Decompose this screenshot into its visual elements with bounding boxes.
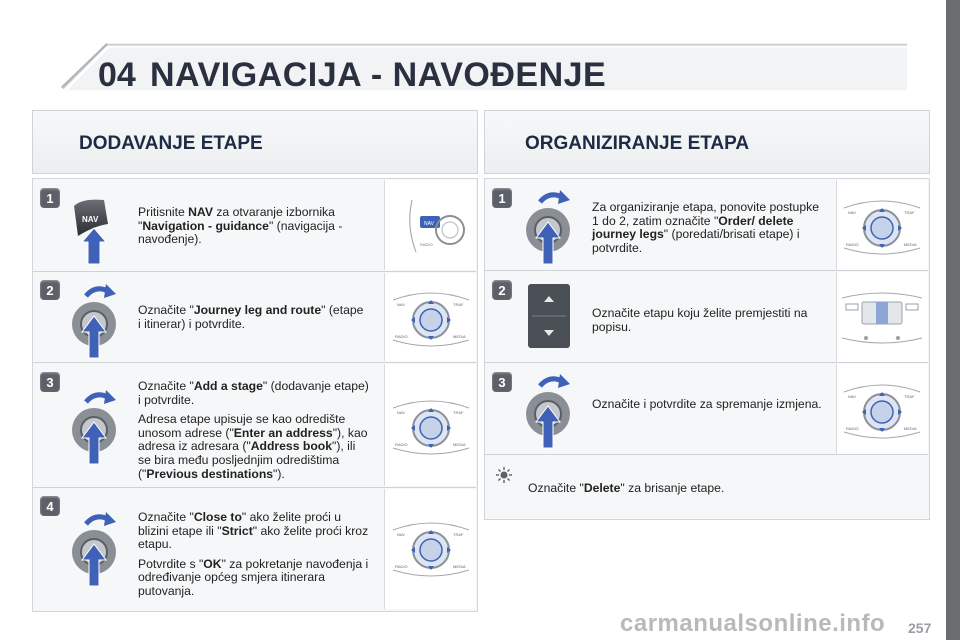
radio-label: RADIO <box>395 442 408 447</box>
step-text: Za organiziranje etapa, ponovite postupk… <box>592 200 819 255</box>
header-graphic <box>60 43 908 91</box>
dashboard-control-drawing: NAV TRAF RADIO MEDIA <box>392 400 470 455</box>
step-number-badge: 3 <box>40 372 60 392</box>
step-number-badge: 1 <box>40 188 60 208</box>
rotary-knob-icon <box>526 374 570 449</box>
radio-label: RADIO <box>395 564 408 569</box>
dashboard-control-drawing: NAV TRAF RADIO MEDIA <box>843 200 921 255</box>
chapter-number: 04 <box>98 56 136 94</box>
media-label: MEDIA <box>904 426 917 431</box>
step-number-badge: 2 <box>40 280 60 300</box>
traffic-label: TRAF <box>453 532 464 537</box>
dashboard-control-drawing: NAV RADIO <box>409 199 465 253</box>
left-section-header: DODAVANJE ETAPE <box>32 110 478 174</box>
traffic-label: TRAF <box>904 210 915 215</box>
left-section-title: DODAVANJE ETAPE <box>79 133 263 154</box>
sun-tip-icon <box>496 467 512 483</box>
nav-button-icon: NAV <box>74 199 108 265</box>
tip-text: Označite "Delete" za brisanje etape. <box>528 481 725 495</box>
right-section-title: ORGANIZIRANJE ETAPA <box>525 133 750 154</box>
traffic-label: TRAF <box>453 410 464 415</box>
traffic-label: TRAF <box>453 302 464 307</box>
right-step-row <box>485 363 928 455</box>
radio-label: RADIO <box>846 242 859 247</box>
step-text: Označite "Journey leg and route" (etape … <box>138 303 364 331</box>
rotary-knob-icon <box>72 512 116 587</box>
media-label: MEDIA <box>453 334 466 339</box>
radio-label: RADIO <box>395 334 408 339</box>
page-title: NAVIGACIJA - NAVOĐENJE <box>150 56 607 94</box>
step-text: Označite i potvrdite za spremanje izmjen… <box>592 397 822 411</box>
step-number-badge: 4 <box>40 496 60 516</box>
right-step-row <box>485 271 928 363</box>
dashboard-control-drawing: NAV TRAF RADIO MEDIA <box>843 384 921 439</box>
right-step-row <box>485 179 928 271</box>
media-label: MEDIA <box>453 564 466 569</box>
rotary-knob-icon <box>526 190 570 265</box>
nav-label: NAV <box>82 215 99 224</box>
step-text: Označite etapu koju želite premjestiti n… <box>592 306 808 334</box>
nav-label: NAV <box>397 302 405 307</box>
nav-label: NAV <box>848 394 856 399</box>
sidebar-strip <box>946 0 960 640</box>
nav-label: NAV <box>848 210 856 215</box>
radio-label: RADIO <box>420 242 433 247</box>
rotary-knob-icon <box>72 284 116 359</box>
page-number: 257 <box>908 620 932 636</box>
scroll-buttons-icon <box>528 284 570 348</box>
dashboard-control-drawing: NAV TRAF RADIO MEDIA <box>392 522 470 577</box>
step-text: Pritisnite NAV za otvaranje izbornika "N… <box>138 205 343 247</box>
nav-label: NAV <box>397 532 405 537</box>
nav-label: NAV <box>397 410 405 415</box>
step-text: Označite "Add a stage" (dodavanje etape)… <box>138 379 369 481</box>
watermark: carmanualsonline.info <box>620 610 886 637</box>
radio-label: RADIO <box>846 426 859 431</box>
dashboard-control-drawing: NAV TRAF RADIO MEDIA <box>392 292 470 347</box>
nav-label: NAV <box>424 221 435 227</box>
rotary-knob-icon <box>72 390 116 465</box>
left-step-row <box>33 272 476 363</box>
step-number-badge: 3 <box>492 372 512 392</box>
step-number-badge: 1 <box>492 188 512 208</box>
left-step-row <box>33 179 476 272</box>
traffic-label: TRAF <box>904 394 915 399</box>
left-step-row <box>33 363 476 488</box>
media-label: MEDIA <box>904 242 917 247</box>
step-number-badge: 2 <box>492 280 512 300</box>
media-label: MEDIA <box>453 442 466 447</box>
dashboard-buttons-drawing <box>841 292 923 344</box>
right-section-header: ORGANIZIRANJE ETAPA <box>484 110 930 174</box>
step-text: Označite "Close to" ako želite proći u b… <box>138 510 369 598</box>
